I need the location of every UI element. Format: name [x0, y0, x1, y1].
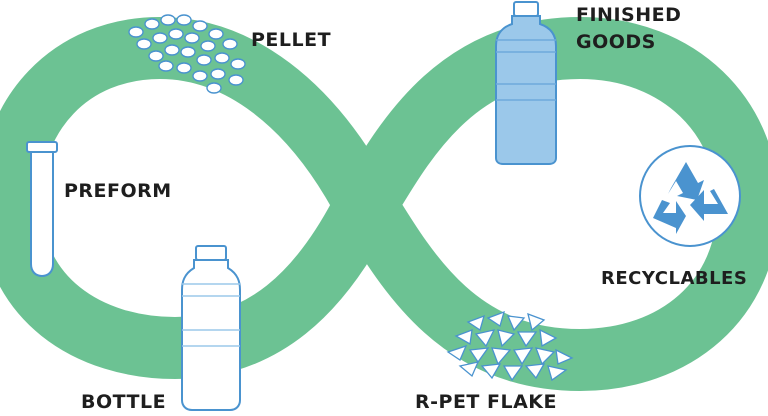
- flake-pile-icon: [446, 310, 574, 382]
- bottle-icon: [181, 245, 241, 411]
- finished-bottle-icon: [495, 1, 557, 165]
- recyclables-label: RECYCLABLES: [601, 268, 748, 289]
- rpet-flake-label: R-PET FLAKE: [415, 391, 557, 413]
- infinity-loop: [0, 17, 768, 391]
- finished-goods-label-line1: FINISHED: [576, 4, 682, 26]
- finished-goods-label-line2: GOODS: [576, 31, 656, 53]
- preform-icon: [26, 141, 58, 278]
- bottle-label: BOTTLE: [81, 391, 167, 413]
- finished-goods-label: FINISHED GOODS: [576, 2, 681, 56]
- recycle-icon: [639, 145, 741, 247]
- pellet-label: PELLET: [251, 29, 332, 51]
- preform-label: PREFORM: [64, 180, 172, 202]
- pellet-pile-icon: [128, 14, 246, 94]
